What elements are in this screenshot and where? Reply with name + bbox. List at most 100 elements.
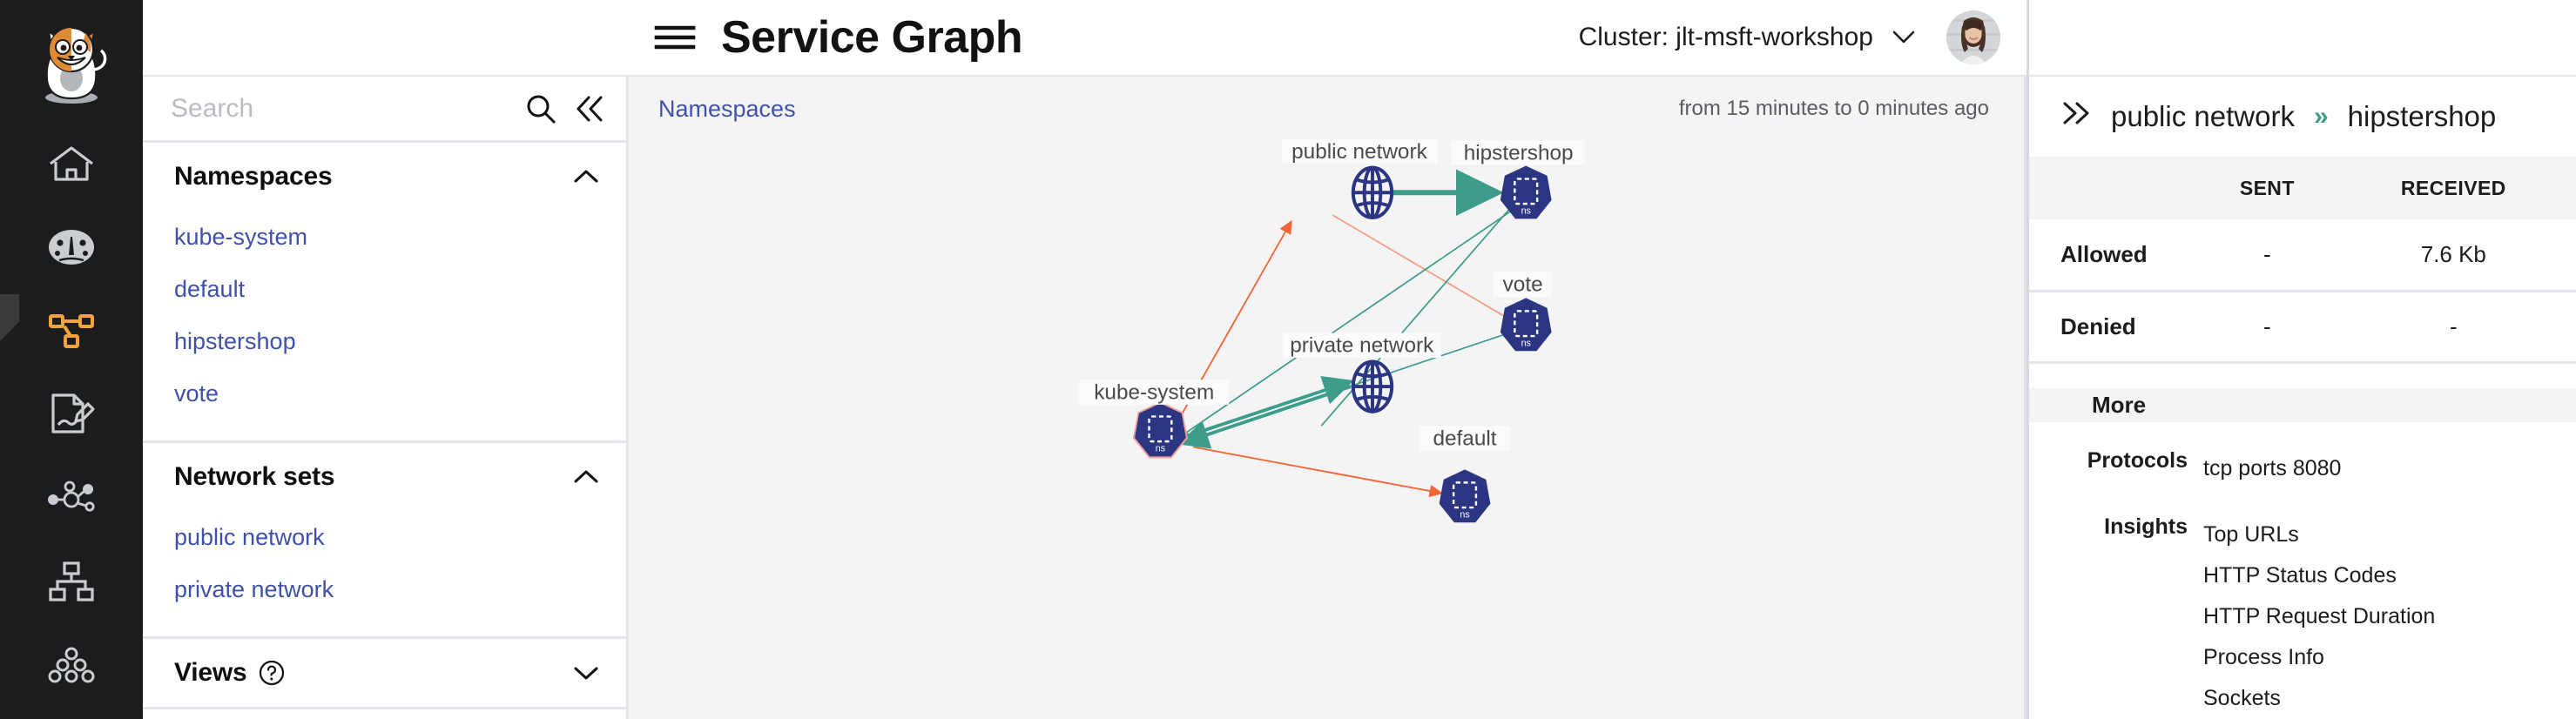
insight-http-status-codes[interactable]: HTTP Status Codes [2203, 563, 2397, 588]
search-input[interactable] [171, 93, 523, 124]
hamburger-icon[interactable] [648, 10, 702, 64]
protocols-label: Protocols [2087, 448, 2188, 473]
details-arrow-icon: » [2313, 102, 2329, 131]
chevron-down-icon [1891, 23, 1917, 52]
node-vote[interactable] [1499, 297, 1553, 353]
sidebar-item-kube-system[interactable]: kube-system [174, 224, 308, 250]
cluster-label: Cluster: jlt-msft-workshop [1578, 23, 1873, 51]
column-header-received: RECEIVED [2330, 157, 2576, 220]
edge-private-network-to-hipstershop[interactable] [1320, 198, 1519, 427]
node-label-hipstershop: hipstershop [1464, 141, 1574, 165]
user-avatar[interactable] [1946, 10, 2000, 64]
home-icon [47, 143, 96, 185]
more-section-header[interactable]: More [2029, 363, 2576, 422]
table-row: Allowed - 7.6 Kb [2029, 219, 2576, 292]
rail-item-clusters[interactable] [0, 623, 143, 707]
rail-item-dashboard[interactable] [0, 205, 143, 289]
node-private-network[interactable] [1351, 360, 1394, 413]
node-public-network[interactable] [1351, 165, 1394, 219]
section-header-views[interactable]: Views [143, 639, 629, 707]
dashboard-gauge-icon [47, 229, 96, 265]
insights-list: Top URLs HTTP Status Codes HTTP Request … [2203, 514, 2435, 719]
sidebar-item-vote[interactable]: vote [174, 380, 219, 407]
cluster-circles-icon [47, 646, 96, 684]
section-body-network-sets: public network private network [143, 511, 629, 636]
section-body-namespaces: kube-system default hipstershop vote [143, 211, 629, 440]
section-title-views: Views [174, 658, 247, 687]
graph-canvas[interactable]: Namespaces from 15 minutes to 0 minutes … [629, 77, 2026, 719]
details-title-row: public network » hipstershop [2029, 77, 2576, 157]
sidebar-header-spacer [143, 0, 629, 77]
edge-kube-system-to-default[interactable] [1193, 446, 1444, 498]
row-label-denied: Denied [2029, 291, 2203, 364]
hierarchy-icon [47, 561, 96, 601]
column-header-blank [2029, 157, 2203, 220]
rail-item-list [0, 122, 143, 707]
section-title-namespaces: Namespaces [174, 162, 333, 191]
double-chevron-right-icon[interactable] [2060, 100, 2092, 134]
details-panel: public network » hipstershop SENT RECEIV… [2026, 0, 2576, 719]
details-destination-label: hipstershop [2347, 100, 2497, 133]
cell-denied-sent: - [2203, 291, 2331, 364]
rail-item-policies[interactable] [0, 373, 143, 456]
calico-cat-logo[interactable] [0, 0, 143, 122]
help-circle-icon[interactable] [258, 659, 286, 687]
chevron-down-icon[interactable] [571, 658, 601, 688]
section-header-network-sets[interactable]: Network sets [143, 443, 629, 511]
rail-item-service-graph[interactable] [0, 289, 143, 373]
sidebar-section-network-sets: Network sets public network private netw… [143, 443, 629, 639]
section-header-layers[interactable]: Layers [143, 709, 629, 719]
insight-process-info[interactable]: Process Info [2203, 645, 2324, 669]
node-label-vote: vote [1503, 272, 1543, 296]
rail-item-home[interactable] [0, 122, 143, 205]
service-graph-icon [47, 309, 96, 353]
time-range-label[interactable]: from 15 minutes to 0 minutes ago [1678, 97, 1989, 120]
node-default[interactable] [1438, 468, 1492, 524]
search-icon[interactable] [523, 91, 559, 127]
left-sidebar: Namespaces kube-system default hipstersh… [143, 0, 629, 719]
node-label-default: default [1433, 427, 1496, 450]
sidebar-section-namespaces: Namespaces kube-system default hipstersh… [143, 143, 629, 443]
icon-rail [0, 0, 143, 719]
rail-item-nodes[interactable] [0, 456, 143, 540]
service-graph-svg[interactable]: ns ns [629, 77, 2024, 537]
section-title-network-sets: Network sets [174, 462, 335, 491]
details-source-label: public network [2111, 100, 2295, 133]
insight-sockets[interactable]: Sockets [2203, 686, 2281, 710]
page-title: Service Graph [721, 12, 1023, 63]
insight-top-urls[interactable]: Top URLs [2203, 522, 2299, 547]
sidebar-section-layers: Layers [143, 709, 629, 719]
node-kube-system[interactable] [1131, 400, 1190, 460]
chevron-up-icon[interactable] [571, 462, 601, 492]
graph-edges [1172, 169, 1520, 498]
insights-row: Insights Top URLs HTTP Status Codes HTTP… [2029, 488, 2576, 719]
sidebar-item-public-network[interactable]: public network [174, 524, 325, 550]
rail-item-endpoints[interactable] [0, 540, 143, 623]
protocols-value: tcp ports 8080 [2203, 456, 2342, 480]
insights-label: Insights [2104, 514, 2188, 539]
cell-allowed-sent: - [2203, 219, 2331, 292]
cluster-selector[interactable]: Cluster: jlt-msft-workshop [1579, 23, 1917, 52]
edge-hipstershop-to-kube-system[interactable] [1177, 208, 1514, 440]
canvas-toolbar: Namespaces from 15 minutes to 0 minutes … [629, 77, 2024, 141]
insight-http-request-duration[interactable]: HTTP Request Duration [2203, 604, 2436, 628]
collapse-left-icon[interactable] [564, 91, 613, 127]
sidebar-right-edge [626, 77, 629, 719]
node-label-private-network: private network [1290, 334, 1434, 358]
policy-edit-icon [48, 392, 95, 437]
table-header-row: SENT RECEIVED [2029, 157, 2576, 220]
node-label-kube-system: kube-system [1094, 380, 1214, 404]
chevron-up-icon[interactable] [571, 162, 601, 192]
sidebar-item-private-network[interactable]: private network [174, 576, 334, 602]
cell-denied-received: - [2330, 291, 2576, 364]
sidebar-item-default[interactable]: default [174, 276, 246, 302]
breadcrumb[interactable]: Namespaces [658, 95, 796, 122]
sidebar-section-views: Views [143, 639, 629, 709]
protocols-row: Protocols tcp ports 8080 [2029, 422, 2576, 488]
node-label-public-network: public network [1291, 140, 1427, 164]
section-header-namespaces[interactable]: Namespaces [143, 143, 629, 211]
edge-private-network-to-kube-system[interactable] [1178, 385, 1352, 449]
sidebar-item-hipstershop[interactable]: hipstershop [174, 328, 296, 354]
details-header-spacer [2029, 0, 2576, 77]
